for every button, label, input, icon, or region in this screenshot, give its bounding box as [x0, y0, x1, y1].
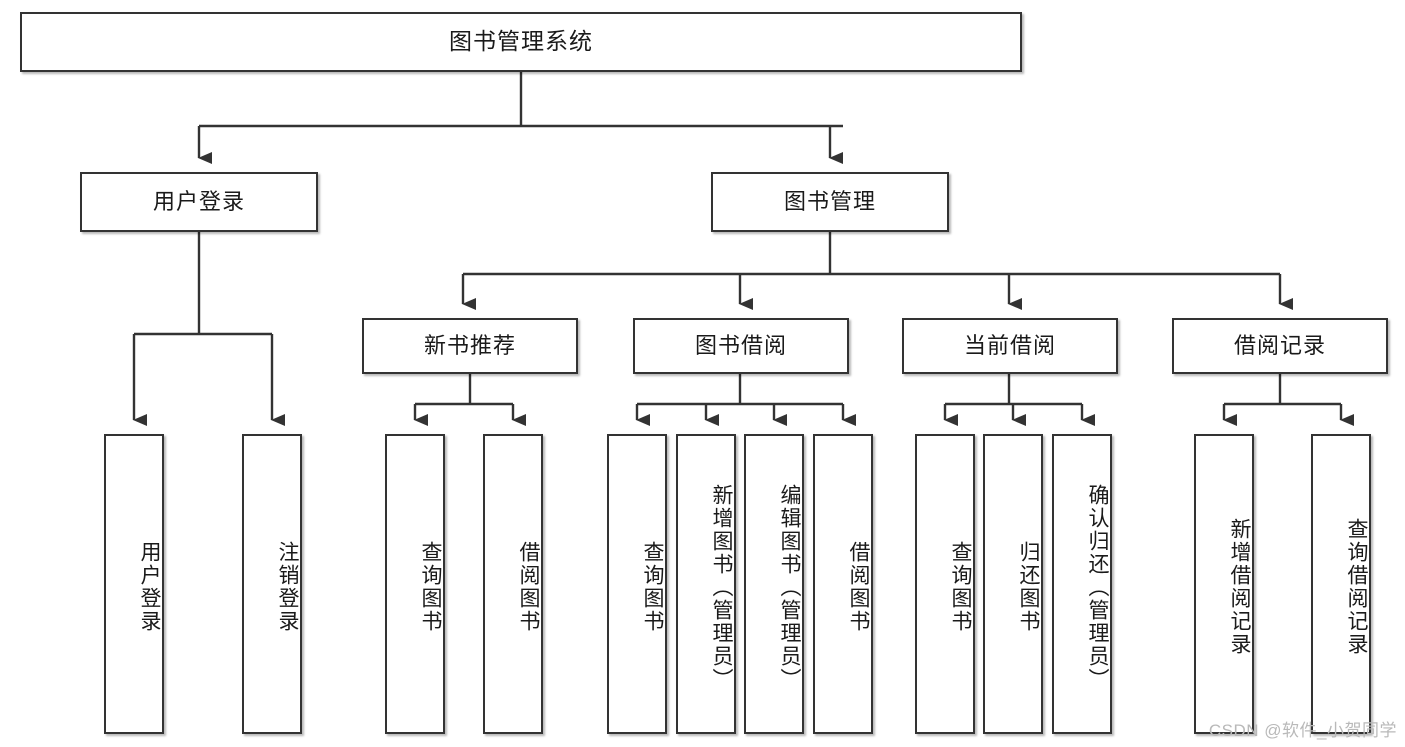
node-leaf-record-add[interactable]: 新增借阅记录 — [1194, 434, 1254, 734]
node-book-manage[interactable]: 图书管理 — [711, 172, 949, 232]
node-new-book-recommend-label: 新书推荐 — [423, 332, 516, 358]
node-leaf-record-search-label: 查询借阅记录 — [1345, 518, 1368, 656]
node-user-login-label: 用户登录 — [152, 188, 245, 214]
node-leaf-recommend-borrow-book[interactable]: 借阅图书 — [483, 434, 543, 734]
node-leaf-current-return-book[interactable]: 归还图书 — [983, 434, 1043, 734]
node-leaf-borrow-add-book-label: 新增图书（管理员） — [710, 483, 733, 691]
node-root-label: 图书管理系统 — [449, 28, 593, 55]
node-leaf-current-confirm-return-label: 确认归还（管理员） — [1086, 483, 1109, 691]
node-leaf-recommend-query-book[interactable]: 查询图书 — [385, 434, 445, 734]
node-leaf-user-logout[interactable]: 注销登录 — [242, 434, 302, 734]
node-leaf-borrow-add-book[interactable]: 新增图书（管理员） — [676, 434, 736, 734]
node-leaf-record-add-label: 新增借阅记录 — [1228, 518, 1251, 656]
node-borrow-record-label: 借阅记录 — [1233, 332, 1326, 358]
node-current-borrow[interactable]: 当前借阅 — [902, 318, 1118, 374]
node-borrow-record[interactable]: 借阅记录 — [1172, 318, 1388, 374]
node-book-borrow-label: 图书借阅 — [694, 332, 787, 358]
node-book-manage-label: 图书管理 — [783, 188, 876, 214]
node-user-login[interactable]: 用户登录 — [80, 172, 318, 232]
node-leaf-recommend-query-book-label: 查询图书 — [419, 541, 442, 633]
node-root[interactable]: 图书管理系统 — [20, 12, 1022, 72]
node-leaf-record-search[interactable]: 查询借阅记录 — [1311, 434, 1371, 734]
node-leaf-current-return-book-label: 归还图书 — [1017, 541, 1040, 633]
node-leaf-borrow-edit-book-label: 编辑图书（管理员） — [778, 483, 801, 691]
node-leaf-current-confirm-return[interactable]: 确认归还（管理员） — [1052, 434, 1112, 734]
node-leaf-current-query-book-label: 查询图书 — [949, 541, 972, 633]
node-leaf-user-login-label: 用户登录 — [138, 541, 161, 633]
node-leaf-user-logout-label: 注销登录 — [276, 541, 299, 633]
node-leaf-borrow-do-borrow[interactable]: 借阅图书 — [813, 434, 873, 734]
node-leaf-recommend-borrow-book-label: 借阅图书 — [517, 541, 540, 633]
watermark-text: CSDN @软件_小贺同学 — [1208, 721, 1397, 740]
node-leaf-borrow-query-book-label: 查询图书 — [641, 541, 664, 633]
node-leaf-user-login[interactable]: 用户登录 — [104, 434, 164, 734]
node-book-borrow[interactable]: 图书借阅 — [633, 318, 849, 374]
node-leaf-borrow-edit-book[interactable]: 编辑图书（管理员） — [744, 434, 804, 734]
node-leaf-current-query-book[interactable]: 查询图书 — [915, 434, 975, 734]
node-new-book-recommend[interactable]: 新书推荐 — [362, 318, 578, 374]
node-current-borrow-label: 当前借阅 — [963, 332, 1056, 358]
node-leaf-borrow-do-borrow-label: 借阅图书 — [847, 541, 870, 633]
node-leaf-borrow-query-book[interactable]: 查询图书 — [607, 434, 667, 734]
